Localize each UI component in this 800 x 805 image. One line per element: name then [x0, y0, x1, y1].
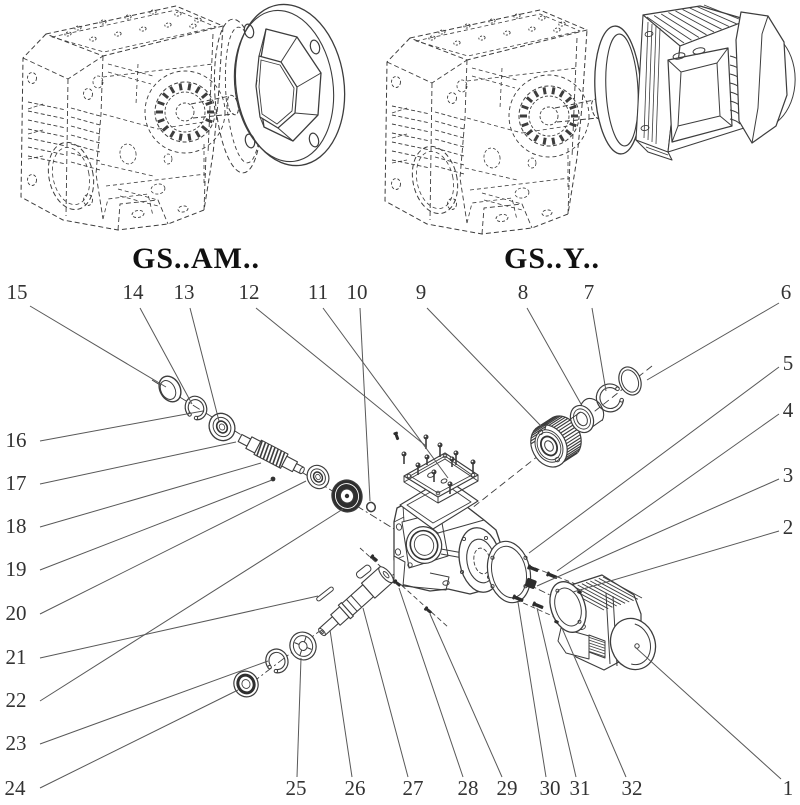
svg-text:5: 5 — [783, 351, 794, 375]
svg-text:18: 18 — [6, 514, 27, 538]
svg-text:26: 26 — [345, 776, 366, 800]
svg-text:15: 15 — [7, 280, 28, 304]
svg-text:32: 32 — [622, 776, 643, 800]
svg-text:GS..AM..: GS..AM.. — [132, 242, 260, 275]
svg-text:16: 16 — [6, 428, 27, 452]
svg-text:13: 13 — [174, 280, 195, 304]
svg-text:1: 1 — [783, 776, 794, 800]
svg-text:2: 2 — [783, 515, 794, 539]
svg-text:17: 17 — [6, 471, 27, 495]
svg-text:27: 27 — [403, 776, 424, 800]
svg-text:29: 29 — [497, 776, 518, 800]
svg-text:23: 23 — [6, 731, 27, 755]
svg-text:14: 14 — [123, 280, 145, 304]
svg-text:22: 22 — [6, 688, 27, 712]
svg-text:8: 8 — [518, 280, 529, 304]
svg-text:GS..Y..: GS..Y.. — [504, 242, 600, 275]
svg-text:24: 24 — [5, 776, 27, 800]
svg-text:21: 21 — [6, 645, 27, 669]
svg-text:20: 20 — [6, 601, 27, 625]
svg-text:11: 11 — [308, 280, 328, 304]
svg-text:28: 28 — [458, 776, 479, 800]
svg-text:9: 9 — [416, 280, 427, 304]
svg-text:19: 19 — [6, 557, 27, 581]
svg-text:30: 30 — [540, 776, 561, 800]
svg-text:12: 12 — [239, 280, 260, 304]
svg-text:25: 25 — [286, 776, 307, 800]
svg-text:10: 10 — [347, 280, 368, 304]
svg-text:31: 31 — [570, 776, 591, 800]
svg-text:4: 4 — [783, 398, 794, 422]
svg-text:3: 3 — [783, 463, 794, 487]
svg-text:6: 6 — [781, 280, 792, 304]
svg-text:7: 7 — [584, 280, 595, 304]
